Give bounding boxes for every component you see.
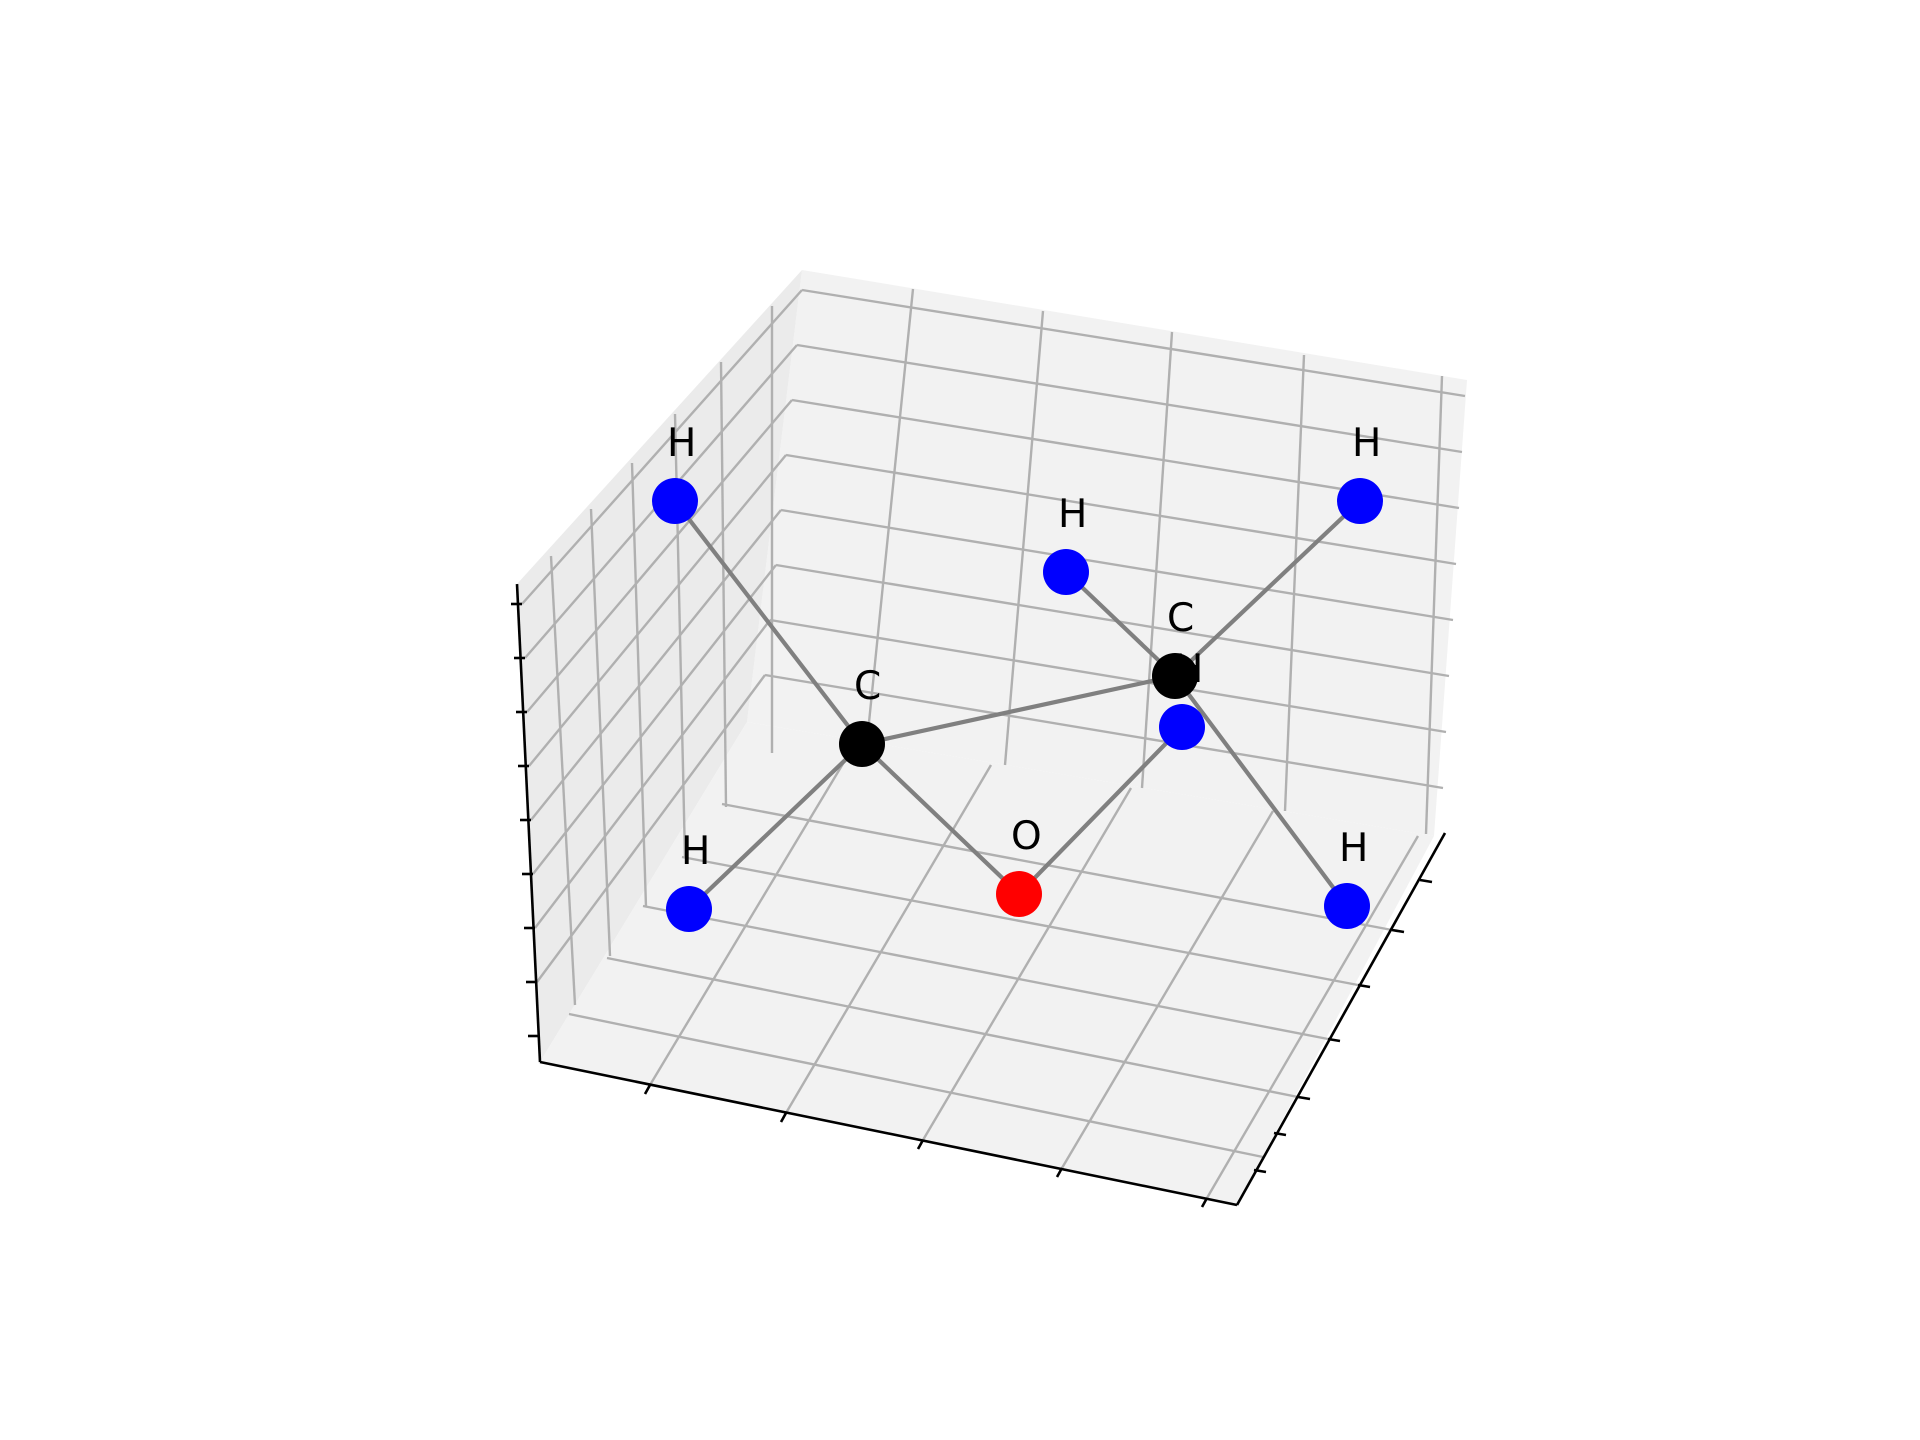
x-axis-line bbox=[539, 1060, 1238, 1207]
side-pane bbox=[517, 270, 802, 1062]
atom-h1 bbox=[652, 478, 698, 524]
bond-c1-o1 bbox=[859, 741, 1022, 897]
bond-c1-c2 bbox=[859, 673, 1178, 747]
bond-c2-h2 bbox=[1063, 569, 1178, 679]
grid-lines bbox=[521, 288, 1466, 1199]
bond-c2-h6 bbox=[1172, 673, 1350, 909]
axes-panes bbox=[517, 270, 1467, 1205]
atoms bbox=[652, 478, 1383, 932]
atom-label-c2: C bbox=[1167, 596, 1194, 641]
axes-lines bbox=[511, 583, 1447, 1208]
atom-h3 bbox=[1337, 478, 1383, 524]
atom-label-o1: O bbox=[1011, 814, 1042, 859]
atom-c1 bbox=[839, 721, 885, 767]
atom-label-c1: C bbox=[854, 664, 881, 709]
bond-c1-h1 bbox=[672, 498, 865, 747]
atom-label-h6: H bbox=[1339, 826, 1368, 871]
atom-c2 bbox=[1152, 653, 1198, 699]
y-axis-line bbox=[1235, 832, 1447, 1206]
bond-o1-h4 bbox=[1016, 724, 1185, 897]
atom-o1 bbox=[996, 871, 1042, 917]
atom-h2 bbox=[1043, 549, 1089, 595]
back-pane bbox=[747, 270, 1467, 836]
atom-label-h4: H bbox=[1174, 647, 1203, 692]
atom-h6 bbox=[1324, 883, 1370, 929]
floor-pane bbox=[540, 722, 1434, 1205]
bond-c1-h5 bbox=[686, 741, 865, 912]
atom-label-h3: H bbox=[1352, 421, 1381, 466]
atom-h5 bbox=[666, 886, 712, 932]
atom-label-h1: H bbox=[667, 421, 696, 466]
bond-c2-h3 bbox=[1172, 498, 1363, 679]
atom-label-h2: H bbox=[1058, 492, 1087, 537]
bonds bbox=[672, 498, 1363, 912]
atom-h4 bbox=[1159, 704, 1205, 750]
atom-label-h5: H bbox=[681, 829, 710, 874]
